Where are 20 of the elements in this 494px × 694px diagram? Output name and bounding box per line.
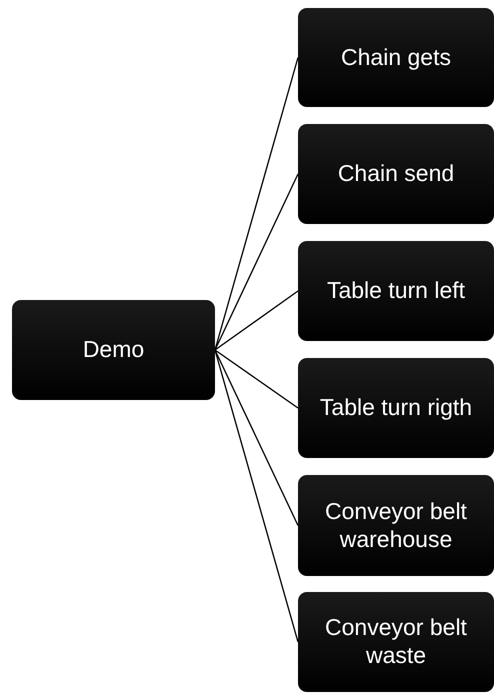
connector-line: [214, 57, 299, 350]
process-box: [298, 241, 494, 341]
process-box: [298, 358, 494, 458]
box-label: Chain gets: [341, 44, 451, 72]
box-label: Table turn rigth: [320, 394, 472, 422]
connector-line: [214, 350, 299, 526]
box-label: Conveyor belt waste: [324, 614, 468, 670]
connector-line: [214, 290, 298, 351]
box-label: Conveyor belt warehouse: [324, 498, 468, 554]
process-box: [298, 8, 494, 107]
box-label: Demo: [82, 336, 144, 364]
connector-line: [214, 350, 299, 642]
process-box: [12, 300, 215, 400]
connector-line: [214, 174, 299, 350]
process-box: [298, 475, 494, 576]
connector-line: [214, 349, 298, 409]
process-box: [298, 124, 494, 224]
box-label: Table turn left: [326, 277, 466, 305]
box-label: Chain send: [338, 160, 454, 188]
process-box: [298, 592, 494, 692]
